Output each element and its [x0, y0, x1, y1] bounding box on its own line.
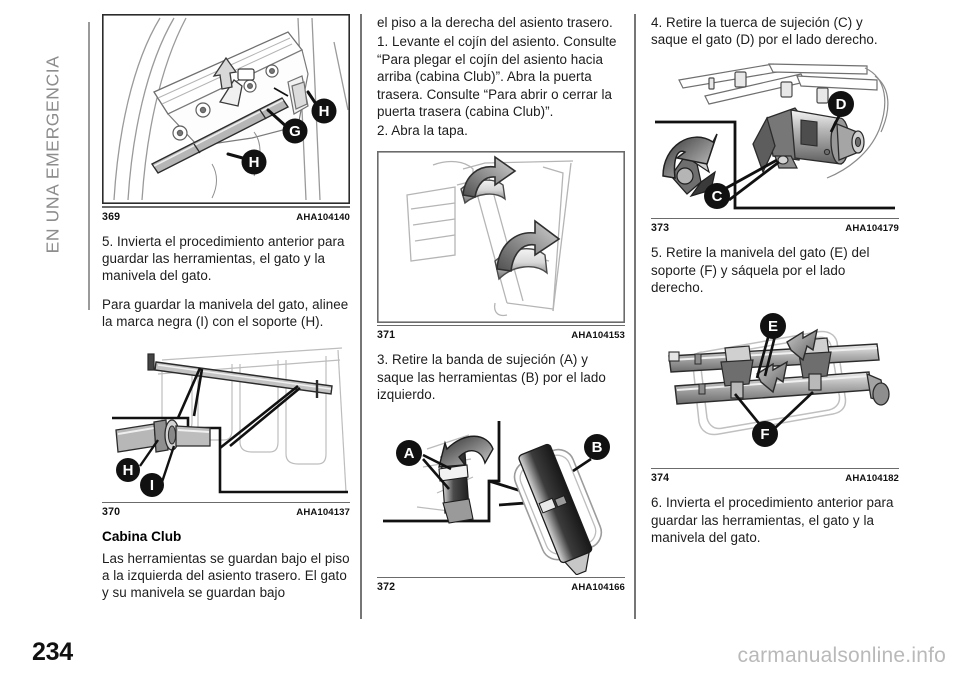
- callout-e: E: [760, 312, 786, 339]
- jack-handle-bracket-icon: E F: [651, 307, 899, 466]
- callout-a: A: [396, 439, 422, 466]
- figure-371-caption: 371 AHA104153: [377, 326, 625, 341]
- column-divider-1: [360, 14, 362, 619]
- subheading-cabina-club: Cabina Club: [102, 529, 182, 545]
- figure-374: E F 374 AHA104182: [651, 307, 899, 484]
- figure-374-rule: [651, 467, 899, 470]
- figure-373: C D 373 AHA104179: [651, 59, 899, 234]
- figure-370-caption: 370 AHA104137: [102, 503, 350, 518]
- figure-374-illustration: E F: [651, 307, 899, 466]
- figure-373-caption: 373 AHA104179: [651, 219, 899, 234]
- column-divider-2: [634, 14, 636, 619]
- paragraph-c1-step5: 5. Invierta el procedimiento anterior pa…: [102, 233, 345, 284]
- figure-369-caption: 369 AHA104140: [102, 208, 350, 223]
- svg-text:A: A: [404, 445, 415, 462]
- svg-text:F: F: [760, 426, 769, 443]
- svg-text:I: I: [150, 477, 154, 494]
- figure-369-illustration: H G H: [102, 14, 350, 204]
- lift-arrow-lower-icon: [496, 219, 561, 272]
- svg-text:C: C: [712, 188, 723, 205]
- rotation-arrow-icon: [662, 133, 718, 179]
- svg-text:E: E: [768, 318, 778, 335]
- callout-g: G: [282, 118, 308, 144]
- figure-371-illustration: [377, 150, 625, 323]
- svg-text:H: H: [123, 462, 134, 479]
- figure-373-code: AHA104179: [845, 223, 899, 235]
- callout-f: F: [752, 420, 778, 447]
- paragraph-c2-continuation: el piso a la derecha del asiento trasero…: [377, 15, 613, 30]
- figure-369-rule: [102, 206, 350, 208]
- svg-text:D: D: [836, 96, 847, 113]
- figure-370-rule: [102, 501, 350, 504]
- paragraph-c2-step1: 1. Levante el cojín del asiento. Consult…: [377, 34, 617, 120]
- figure-371-code: AHA104153: [571, 330, 625, 342]
- rear-sill-rail-storage-icon: H G H: [102, 14, 350, 204]
- callout-c: C: [704, 182, 730, 209]
- callout-h-detail: H: [116, 457, 140, 482]
- figure-369-number: 369: [102, 210, 121, 223]
- svg-text:G: G: [289, 123, 301, 140]
- figure-371-rule: [377, 324, 625, 327]
- figure-369-code: AHA104140: [296, 211, 350, 223]
- pull-arrow-left-icon: [756, 360, 788, 393]
- figure-370-number: 370: [102, 506, 121, 519]
- figure-370: H I 370 AHA104137: [102, 341, 350, 518]
- svg-text:H: H: [249, 154, 260, 171]
- figure-370-illustration: H I: [102, 341, 350, 500]
- figure-371: 371 AHA104153: [377, 150, 625, 341]
- callout-h-upper: H: [311, 98, 337, 124]
- jack-retaining-nut-icon: C D: [651, 59, 899, 216]
- paragraph-c2-step3: 3. Retire la banda de sujeción (A) y saq…: [377, 352, 606, 403]
- paragraph-c3-step6: 6. Invierta el procedimiento anterior pa…: [651, 495, 894, 546]
- figure-372-number: 372: [377, 581, 396, 594]
- figure-370-code: AHA104137: [296, 507, 350, 519]
- seat-cushion-lift-arrows-icon: [377, 150, 625, 323]
- chapter-title: EN UNA EMERGENCIA: [42, 55, 63, 254]
- paragraph-c3-step5: 5. Retire la manivela del gato (E) del s…: [651, 245, 870, 296]
- paragraph-c1-store-handle: Para guardar la manivela del gato, aline…: [102, 296, 349, 330]
- figure-372-illustration: A B: [377, 414, 625, 575]
- callout-d: D: [828, 90, 854, 117]
- page-number: 234: [32, 638, 73, 666]
- figure-372-code: AHA104166: [571, 582, 625, 594]
- figure-373-illustration: C D: [651, 59, 899, 216]
- release-arrow-icon: [438, 435, 494, 468]
- figure-372: A B 372 AHA104166: [377, 414, 625, 593]
- figure-373-number: 373: [651, 222, 670, 235]
- paragraph-c1-storage-location: Las herramientas se guardan bajo el piso…: [102, 550, 350, 601]
- figure-372-caption: 372 AHA104166: [377, 578, 625, 593]
- figure-373-rule: [651, 217, 899, 220]
- callout-b: B: [584, 433, 610, 460]
- figure-372-rule: [377, 576, 625, 579]
- callout-i-detail: I: [140, 472, 164, 497]
- svg-text:B: B: [592, 439, 603, 456]
- figure-374-caption: 374 AHA104182: [651, 469, 899, 484]
- figure-369: H G H 369 AHA104140: [102, 14, 350, 223]
- paragraph-c2-step2: 2. Abra la tapa.: [377, 123, 468, 139]
- figure-374-code: AHA104182: [845, 473, 899, 485]
- paragraph-c3-step4: 4. Retire la tuerca de sujeción (C) y sa…: [651, 15, 878, 48]
- retaining-strap-and-tool-bag-icon: A B: [377, 414, 625, 575]
- figure-371-number: 371: [377, 329, 396, 342]
- jack-handle-rod-detail-icon: H I: [102, 341, 350, 500]
- svg-text:H: H: [319, 103, 330, 120]
- lift-arrow-upper-icon: [462, 155, 517, 198]
- text-column-3: 4. Retire la tuerca de sujeción (C) y sa…: [651, 14, 899, 557]
- text-column-1: H G H 369 AHA104140 5. Invierta: [102, 14, 350, 613]
- pull-arrow-right-icon: [786, 328, 818, 361]
- watermark: carmanualsonline.info: [737, 644, 946, 667]
- text-column-2: el piso a la derecha del asiento trasero…: [377, 14, 625, 603]
- chapter-rule: [88, 22, 90, 310]
- callout-h-lower: H: [241, 149, 267, 175]
- figure-374-number: 374: [651, 472, 670, 485]
- chapter-rail: EN UNA EMERGENCIA: [0, 0, 96, 678]
